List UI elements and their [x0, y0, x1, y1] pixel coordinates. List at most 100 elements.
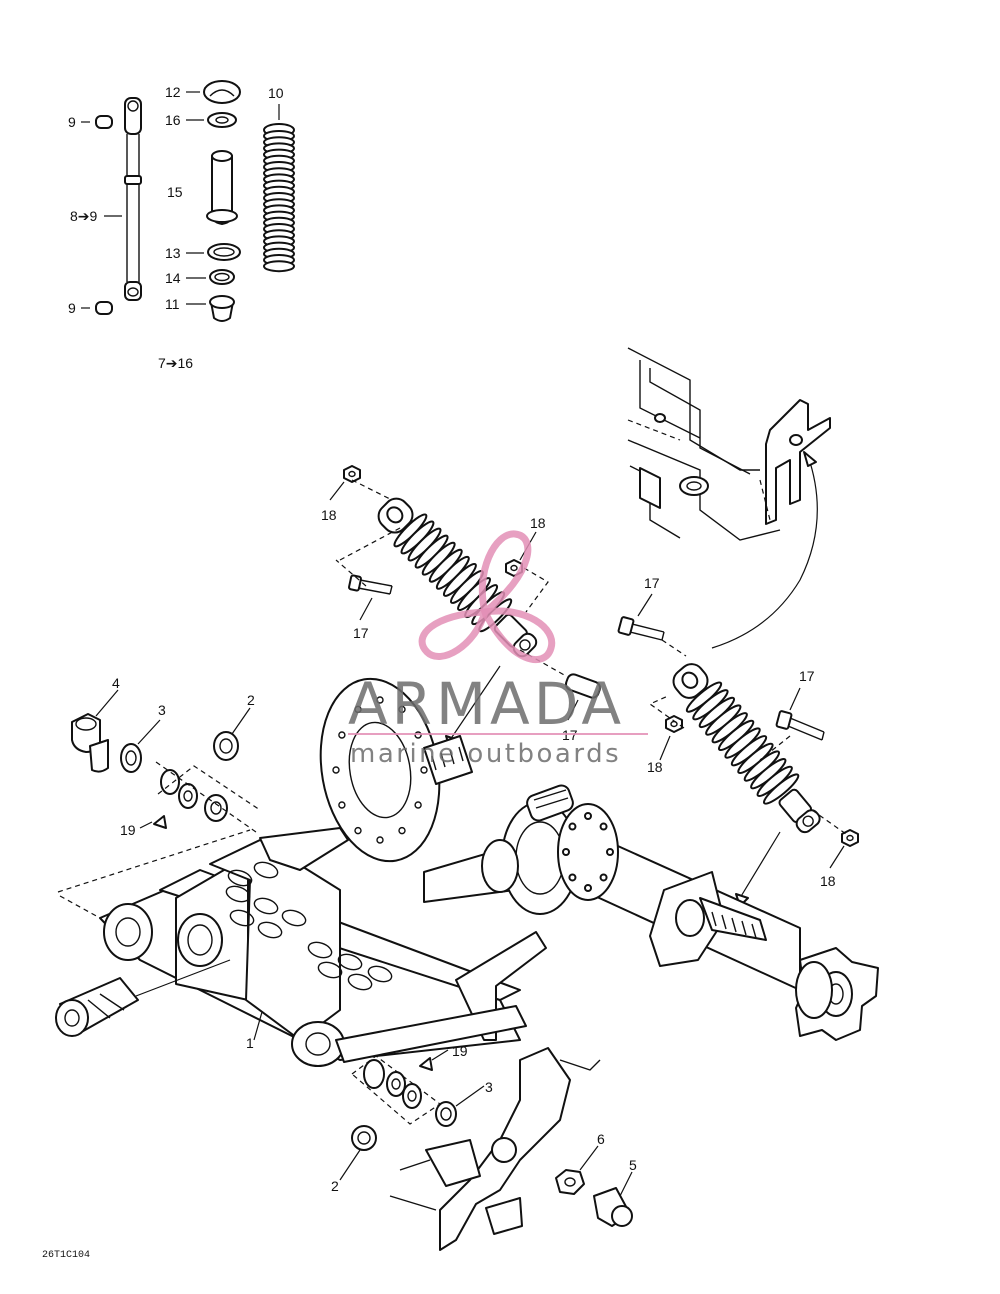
mount-tooth — [431, 755, 437, 771]
callout-18-middle: 18 — [530, 515, 546, 531]
arm-hole — [367, 965, 393, 983]
frame-bracket-detail — [627, 347, 831, 649]
armada-watermark: ARMADA marine outboards — [348, 530, 648, 769]
spring-cup — [209, 295, 235, 322]
swing-arm — [99, 827, 547, 1067]
bushing-lower — [95, 301, 113, 315]
callout-17-left: 17 — [353, 625, 369, 641]
callout-19-left: 19 — [120, 822, 136, 838]
arm-hole — [317, 961, 343, 979]
hub-bolt — [606, 848, 614, 856]
disc-hole — [338, 801, 346, 809]
disc-hole — [338, 731, 346, 739]
propeller-logo — [418, 530, 556, 664]
bolt-17-right — [775, 710, 825, 741]
callout-3-left: 3 — [158, 702, 166, 718]
bracket-tooth — [711, 911, 717, 927]
callout-9-lower: 9 — [68, 300, 76, 316]
bracket-tooth — [751, 923, 757, 939]
mount-tooth — [449, 749, 455, 765]
disc-hole — [398, 826, 406, 835]
disc-hole — [420, 766, 428, 774]
callout-13: 13 — [165, 245, 181, 261]
bracket-tooth — [731, 917, 737, 933]
hub-bolt — [584, 812, 592, 820]
drawing-code: 26T1C104 — [42, 1250, 90, 1261]
axle-tube — [423, 784, 801, 991]
callout-18-lower: 18 — [820, 873, 836, 889]
drive-coupler — [55, 959, 231, 1037]
spring-retainer — [203, 80, 241, 104]
arm-hole — [253, 897, 279, 915]
grease-fitting-19-left — [153, 815, 167, 829]
callout-range-7-16: 7➔16 — [158, 355, 193, 371]
watermark-tagline: marine outboards — [350, 739, 621, 769]
callout-19-right: 19 — [452, 1043, 468, 1059]
wheel-hub-sprocket — [795, 947, 879, 1041]
arm-hole — [257, 921, 283, 939]
spacer-17-center — [564, 673, 602, 699]
brake-disc — [319, 677, 441, 863]
bushing-upper — [95, 115, 113, 129]
arm-hole — [281, 909, 307, 927]
spring-coil — [263, 260, 295, 273]
hub-bolt — [568, 873, 577, 882]
disc-hole — [376, 836, 384, 844]
seal-3-left — [120, 743, 142, 773]
callout-4: 4 — [112, 675, 120, 691]
nut-6 — [555, 1169, 585, 1195]
seal-3-right — [435, 1101, 457, 1127]
arm-hole — [337, 953, 363, 971]
bolt-17-top — [617, 616, 665, 641]
hub-bolt — [584, 884, 592, 892]
axle-bracket — [649, 871, 767, 967]
bracket-tooth — [721, 914, 727, 930]
callout-8-to-9: 8➔9 — [70, 208, 98, 224]
disc-hole — [354, 826, 362, 835]
arm-hole — [347, 973, 373, 991]
hub-bolt — [568, 822, 577, 831]
damper-body — [124, 97, 142, 301]
nut-18-upper — [343, 465, 361, 483]
callout-11: 11 — [165, 296, 180, 312]
grease-fitting-19-right — [419, 1057, 433, 1071]
callout-18-right: 18 — [647, 759, 663, 775]
callout-2-left: 2 — [247, 692, 255, 708]
arm-hole — [307, 941, 333, 959]
end-cap-5 — [593, 1187, 633, 1227]
hub-bolt — [562, 848, 570, 856]
callout-6: 6 — [597, 1131, 605, 1147]
nut-18-lower — [841, 829, 859, 847]
arm-hole — [225, 885, 251, 903]
shock-absorber-right — [672, 663, 821, 834]
watermark-brand: ARMADA — [348, 670, 625, 738]
callout-10: 10 — [268, 85, 284, 101]
disc-hole — [414, 801, 422, 809]
callout-17-top: 17 — [644, 575, 660, 591]
spring-sleeve — [206, 150, 238, 225]
callout-18-upper: 18 — [321, 507, 337, 523]
callout-2-right: 2 — [331, 1178, 339, 1194]
shock-mount-left — [423, 735, 473, 785]
pivot-cap-4 — [71, 713, 109, 773]
disc-hole — [354, 705, 362, 714]
disc-hole — [332, 766, 340, 774]
coil-spring — [263, 123, 295, 273]
leader-lines — [81, 91, 845, 1197]
callout-3-right: 3 — [485, 1079, 493, 1095]
shock-components-group — [95, 80, 295, 322]
arm-hole — [229, 909, 255, 927]
callout-16: 16 — [165, 112, 181, 128]
ring — [207, 243, 241, 261]
washer — [207, 112, 237, 128]
bearing-2-right — [351, 1125, 377, 1151]
mount-tooth — [440, 752, 446, 768]
disc-hole — [398, 705, 406, 714]
callout-5: 5 — [629, 1157, 637, 1173]
bolt-17-left — [348, 574, 393, 595]
arm-hole — [253, 861, 279, 879]
callout-12: 12 — [165, 84, 181, 100]
nut-18-right — [665, 715, 683, 733]
bracket-tooth — [741, 920, 747, 936]
